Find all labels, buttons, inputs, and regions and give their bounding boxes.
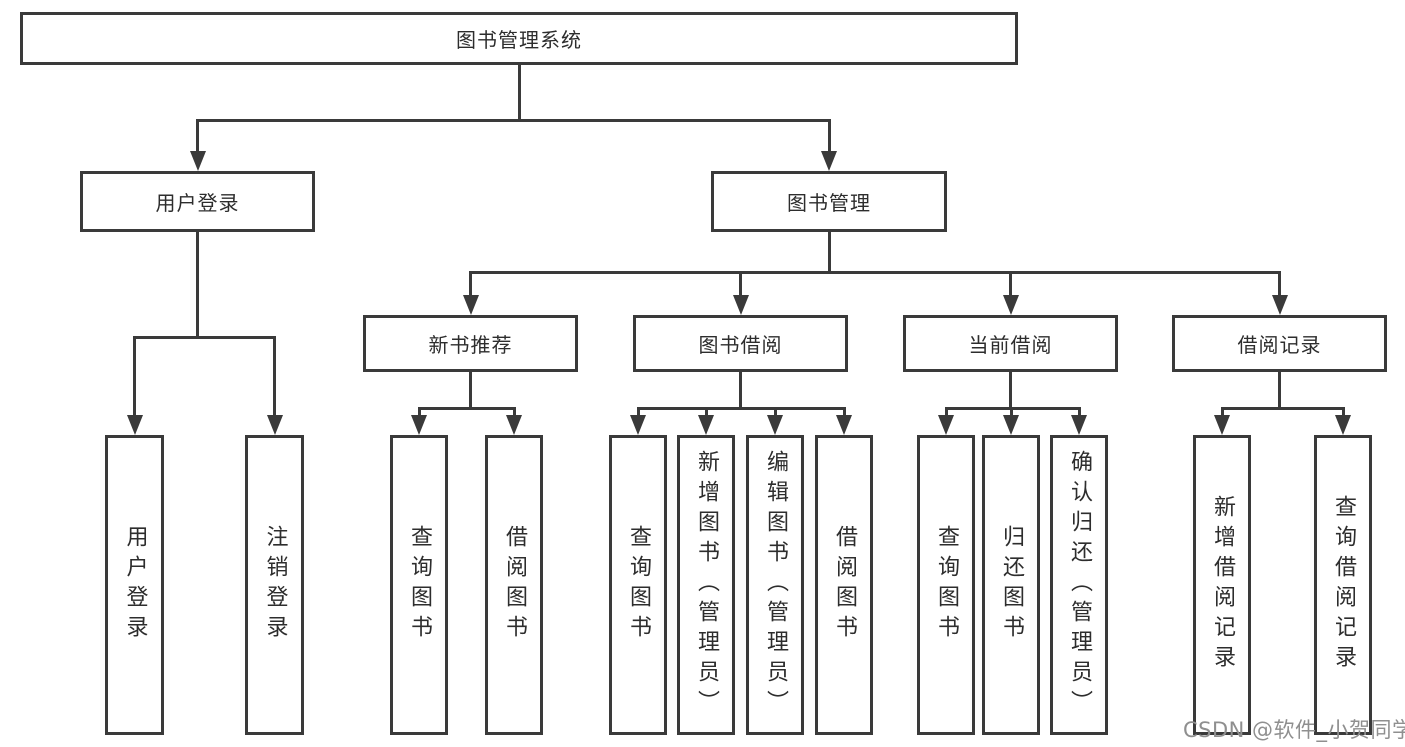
connector-line — [1220, 408, 1224, 417]
connector-line — [512, 408, 516, 417]
node-book-management: 图书管理 — [711, 171, 947, 232]
arrow-down-icon — [836, 415, 852, 435]
arrow-down-icon — [1071, 415, 1087, 435]
connector-line — [739, 272, 742, 297]
connector-line — [273, 337, 276, 417]
connector-line — [842, 408, 846, 417]
connector-line — [469, 372, 472, 410]
connector-line — [1220, 406, 1345, 410]
node-new-book-recommend: 新书推荐 — [363, 315, 578, 372]
connector-line — [417, 406, 516, 410]
connector-line — [417, 408, 421, 417]
connector-line — [944, 406, 1081, 410]
connector-line — [469, 272, 472, 297]
arrow-down-icon — [767, 415, 783, 435]
connector-line — [469, 270, 1281, 274]
node-current-borrowing: 当前借阅 — [903, 315, 1118, 372]
arrow-down-icon — [411, 415, 427, 435]
connector-line — [133, 337, 136, 417]
arrow-down-icon — [189, 151, 206, 171]
leaf-query-books: 查询图书 — [609, 435, 667, 735]
connector-line — [1278, 272, 1281, 297]
arrow-down-icon — [938, 415, 954, 435]
arrow-down-icon — [1271, 295, 1288, 315]
leaf-user-login: 用户登录 — [105, 435, 164, 735]
arrow-down-icon — [630, 415, 646, 435]
leaf-confirm-return-admin: 确认归还（管理员） — [1050, 435, 1108, 735]
leaf-query-borrow-record: 查询借阅记录 — [1314, 435, 1372, 735]
connector-line — [827, 120, 831, 153]
arrow-down-icon — [698, 415, 714, 435]
arrow-down-icon — [462, 295, 479, 315]
leaf-borrow-books: 借阅图书 — [815, 435, 873, 735]
arrow-down-icon — [1214, 415, 1230, 435]
arrow-down-icon — [126, 415, 143, 435]
connector-line — [133, 335, 276, 339]
arrow-down-icon — [732, 295, 749, 315]
leaf-add-books-admin: 新增图书（管理员） — [677, 435, 735, 735]
connector-line — [1278, 372, 1281, 410]
arrow-down-icon — [1335, 415, 1351, 435]
leaf-edit-books-admin: 编辑图书（管理员） — [746, 435, 804, 735]
leaf-query-books: 查询图书 — [917, 435, 975, 735]
connector-line — [196, 118, 831, 122]
connector-line — [773, 408, 777, 417]
arrow-down-icon — [1003, 415, 1019, 435]
connector-line — [1341, 408, 1345, 417]
leaf-query-books: 查询图书 — [390, 435, 448, 735]
watermark: CSDN @软件_小贺同学 — [1183, 718, 1405, 742]
connector-line — [196, 120, 199, 153]
connector-line — [739, 372, 742, 410]
node-library-system: 图书管理系统 — [20, 12, 1018, 65]
connector-line — [1009, 272, 1012, 297]
connector-line — [1077, 408, 1081, 417]
connector-line — [944, 408, 948, 417]
arrow-down-icon — [821, 151, 837, 171]
leaf-return-books: 归还图书 — [982, 435, 1040, 735]
leaf-logout: 注销登录 — [245, 435, 304, 735]
connector-line — [827, 232, 831, 274]
connector-line — [196, 232, 199, 339]
arrow-down-icon — [506, 415, 522, 435]
leaf-borrow-books: 借阅图书 — [485, 435, 543, 735]
arrow-down-icon — [266, 415, 283, 435]
leaf-add-borrow-record: 新增借阅记录 — [1193, 435, 1251, 735]
connector-line — [1009, 372, 1012, 410]
node-borrow-records: 借阅记录 — [1172, 315, 1387, 372]
connector-line — [517, 65, 521, 122]
arrow-down-icon — [1002, 295, 1019, 315]
connector-line — [1009, 408, 1013, 417]
connector-line — [636, 406, 846, 410]
node-book-borrowing: 图书借阅 — [633, 315, 848, 372]
connector-line — [704, 408, 708, 417]
connector-line — [636, 408, 640, 417]
node-user-login: 用户登录 — [80, 171, 315, 232]
